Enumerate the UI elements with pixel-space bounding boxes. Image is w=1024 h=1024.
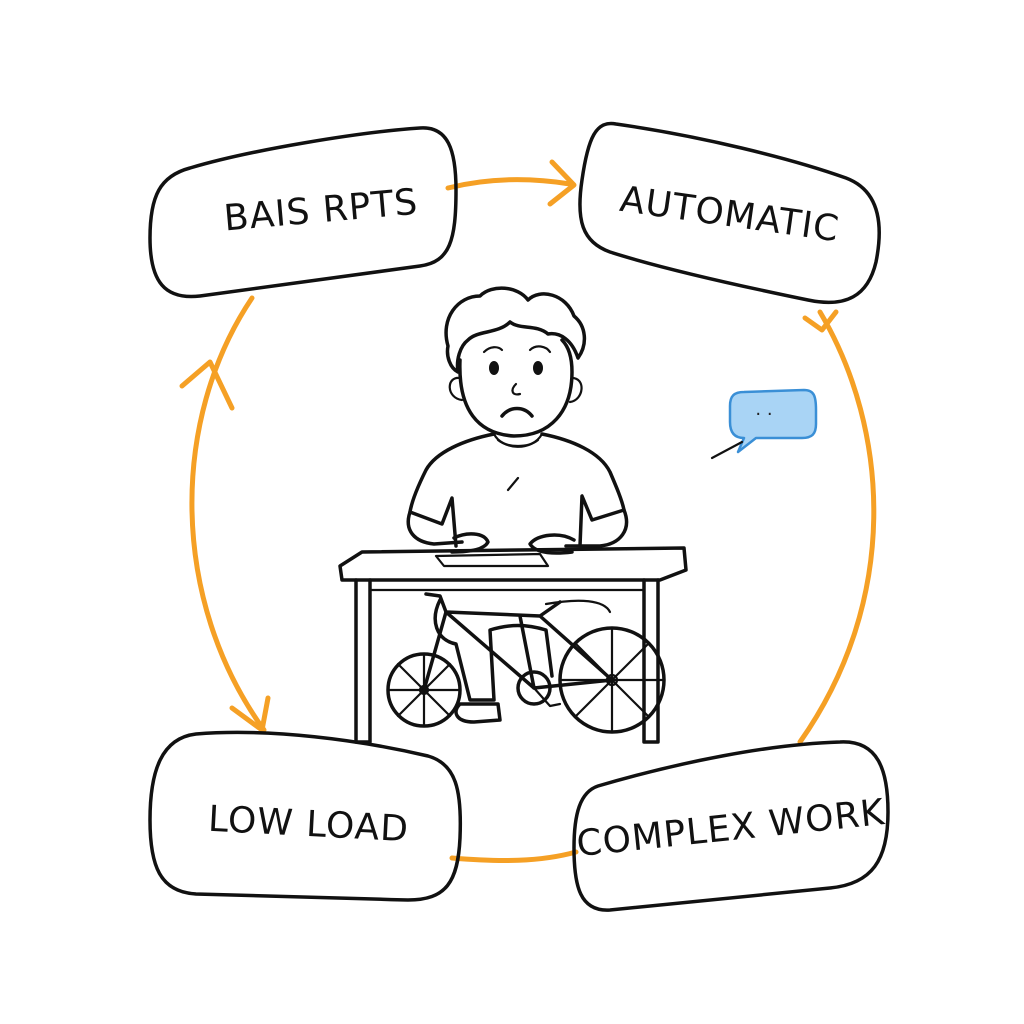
bicycle-handlebar-icon xyxy=(424,592,448,614)
trousers-icon xyxy=(433,598,554,702)
node-bottom-left: LOW LOAD xyxy=(148,730,463,902)
arrow-left-head-down xyxy=(229,695,271,733)
node-top-left: BAIS RPTS xyxy=(148,126,458,299)
arrow-top xyxy=(445,177,573,191)
node-box xyxy=(572,740,890,912)
hair-icon xyxy=(444,286,587,374)
node-box xyxy=(148,126,458,299)
tshirt-right xyxy=(540,432,626,548)
node-label: BAIS RPTS xyxy=(222,182,420,240)
knee-right xyxy=(544,599,612,614)
node-label: LOW LOAD xyxy=(207,799,410,850)
shoe-left-icon xyxy=(454,702,502,724)
node-label: AUTOMATIC xyxy=(617,179,842,250)
desk-top-icon xyxy=(338,546,688,582)
eye-right-icon xyxy=(533,361,543,375)
desk-front-edge xyxy=(340,568,688,582)
node-box xyxy=(148,730,463,902)
ear-right-icon xyxy=(568,376,583,404)
desk-leg-right-icon xyxy=(642,578,660,744)
collar-inner xyxy=(496,438,540,448)
arrow-left-head-up xyxy=(179,359,235,411)
node-bottom-right: COMPLEX WORK xyxy=(572,740,890,912)
ear-left-icon xyxy=(448,376,464,402)
speech-bubble-pointer xyxy=(710,440,744,460)
speech-bubble-shape xyxy=(728,388,818,454)
arrow-left xyxy=(189,295,267,733)
tshirt-icon xyxy=(408,432,496,548)
hand-right-icon xyxy=(528,533,576,555)
eyebrow-right-icon xyxy=(528,345,552,354)
person-at-desk-illustration xyxy=(338,286,688,744)
eyebrow-left-icon xyxy=(482,346,504,354)
speech-bubble: · · xyxy=(710,388,818,460)
bicycle-frame-icon xyxy=(422,600,614,692)
bicycle-pedal-icon xyxy=(532,686,562,708)
frown-mouth-icon xyxy=(500,406,534,418)
bicycle-chainring-icon xyxy=(516,670,552,706)
speech-bubble-text: · · xyxy=(755,404,772,425)
paper-icon xyxy=(434,552,550,568)
arm-left-icon xyxy=(406,510,464,546)
cycle-arrows xyxy=(179,159,877,863)
arrow-top-head xyxy=(547,159,577,207)
arrow-right xyxy=(797,309,877,745)
node-label: COMPLEX WORK xyxy=(575,792,888,865)
node-top-right: AUTOMATIC xyxy=(578,121,881,305)
desk-leg-left-icon xyxy=(354,578,372,744)
node-box xyxy=(578,121,881,305)
face-icon xyxy=(458,338,574,438)
nose-icon xyxy=(511,382,522,396)
tshirt-fold xyxy=(506,476,520,492)
eye-left-icon xyxy=(489,361,499,375)
arrow-right-head xyxy=(802,309,839,333)
arm-right-icon xyxy=(564,508,629,548)
arrow-bottom xyxy=(449,849,579,863)
